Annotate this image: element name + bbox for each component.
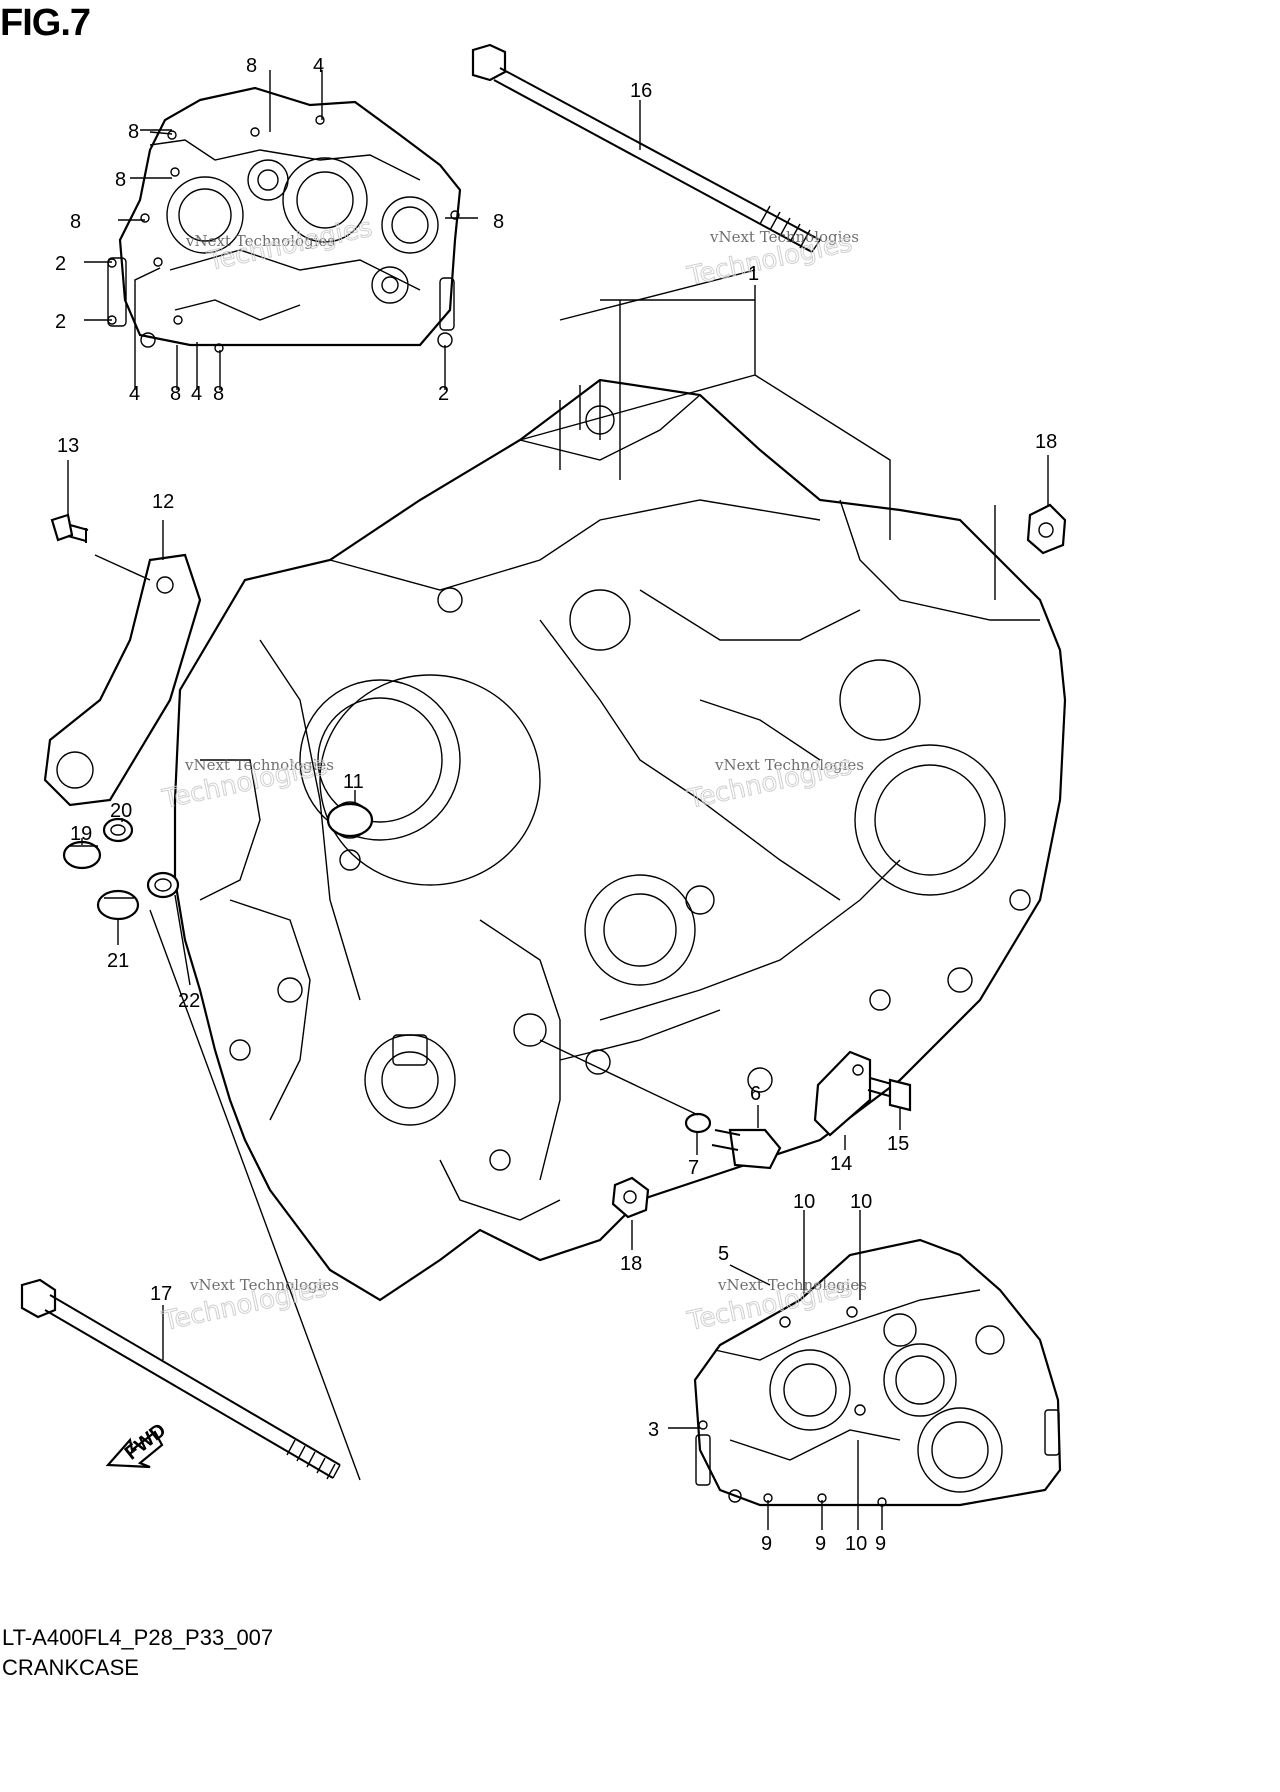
callout-10: 10: [850, 1191, 872, 1213]
gasket-20: [102, 817, 134, 843]
callout-3: 3: [648, 1419, 659, 1441]
bolt-6: [711, 1128, 782, 1170]
figure-title: FIG.7: [0, 2, 91, 44]
callout-10: 10: [793, 1191, 815, 1213]
figure-caption: CRANKCASE: [2, 1655, 139, 1680]
callout-20: 20: [110, 800, 132, 822]
callout-7: 7: [688, 1157, 699, 1179]
callout-6: 6: [750, 1083, 761, 1105]
callout-4: 4: [129, 383, 140, 405]
bracket-14: [813, 1050, 872, 1137]
callout-12: 12: [152, 491, 174, 513]
watermark-text: vNext Technologies: [185, 232, 335, 250]
callout-15: 15: [887, 1133, 909, 1155]
callout-8: 8: [246, 55, 257, 77]
callout-18: 18: [1035, 431, 1057, 453]
callout-2: 2: [55, 253, 66, 275]
fwd-arrow-icon: FWD: [105, 1419, 170, 1469]
watermark-text: vNext Technologies: [709, 228, 859, 246]
callout-8: 8: [493, 211, 504, 233]
crankcase-left-half-inset: [107, 86, 462, 353]
callout-9: 9: [875, 1533, 886, 1555]
callout-8: 8: [128, 121, 139, 143]
washer-7: [684, 1112, 712, 1134]
crankcase-main-assembly: [173, 378, 1067, 1302]
callout-2: 2: [438, 383, 449, 405]
callout-4: 4: [313, 55, 324, 77]
callout-1: 1: [748, 263, 759, 285]
bolt-16: [471, 43, 821, 253]
crankcase-right-half-inset: [693, 1238, 1062, 1507]
callout-8: 8: [115, 169, 126, 191]
nut-18-upper: [1026, 503, 1067, 555]
leader-lines: [67, 70, 1049, 1530]
callout-13: 13: [57, 435, 79, 457]
drain-plug-19: [62, 840, 102, 870]
callout-11: 11: [343, 771, 364, 793]
bolt-13: [50, 513, 89, 543]
watermark-text: vNext Technologies: [189, 1276, 339, 1294]
dowel-11: [326, 802, 374, 838]
callout-19: 19: [70, 823, 92, 845]
callout-labels: 8 4 8 8 8 8 2 2 4 8 4 8 2 16 1 13 18 12 …: [55, 55, 1057, 1555]
nut-18-lower: [611, 1176, 650, 1219]
callout-8: 8: [70, 211, 81, 233]
callout-8: 8: [213, 383, 224, 405]
callout-18: 18: [620, 1253, 642, 1275]
watermark-text: vNext Technologies: [714, 756, 864, 774]
callout-9: 9: [815, 1533, 826, 1555]
callout-8: 8: [170, 383, 181, 405]
callout-17: 17: [150, 1283, 172, 1305]
callout-4: 4: [191, 383, 202, 405]
callout-2: 2: [55, 311, 66, 333]
callout-9: 9: [761, 1533, 772, 1555]
bolt-15: [867, 1077, 912, 1112]
o-ring-22: [146, 871, 180, 899]
bracket-12: [43, 553, 202, 807]
callout-14: 14: [830, 1153, 852, 1175]
callout-10: 10: [845, 1533, 867, 1555]
callout-16: 16: [630, 80, 652, 102]
watermark-text: vNext Technologies: [184, 756, 334, 774]
callout-5: 5: [718, 1243, 729, 1265]
callout-21: 21: [107, 950, 129, 972]
bolt-17: [20, 1278, 341, 1480]
figure-code: LT-A400FL4_P28_P33_007: [2, 1625, 274, 1650]
plug-21: [96, 889, 140, 921]
watermark-text: vNext Technologies: [717, 1276, 867, 1294]
callout-22: 22: [178, 990, 200, 1012]
